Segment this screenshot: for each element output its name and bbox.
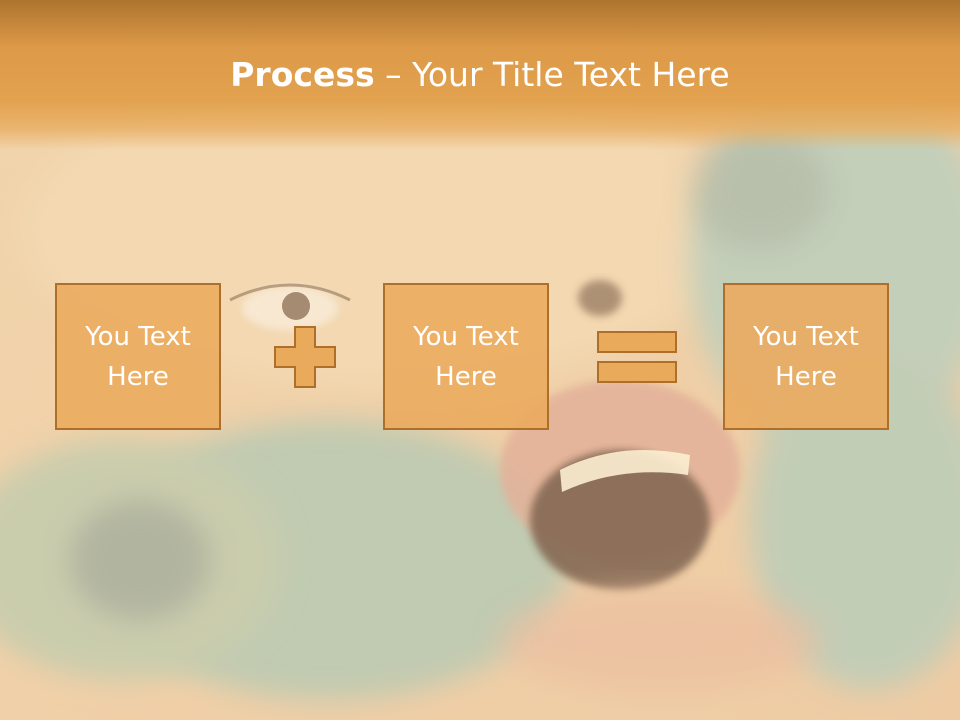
title-rest-text: – Your Title Text Here bbox=[374, 55, 730, 94]
title-bar bbox=[0, 0, 960, 150]
process-box-2-label: You Text Here bbox=[413, 321, 519, 392]
process-box-1-label: You Text Here bbox=[85, 321, 191, 392]
process-box-2[interactable]: You Text Here bbox=[383, 283, 549, 430]
process-box-3-label: You Text Here bbox=[753, 321, 859, 392]
equals-icon bbox=[597, 331, 677, 383]
slide-title: Process – Your Title Text Here bbox=[0, 52, 960, 98]
process-box-3[interactable]: You Text Here bbox=[723, 283, 889, 430]
plus-icon bbox=[274, 326, 336, 388]
process-box-1[interactable]: You Text Here bbox=[55, 283, 221, 430]
title-bold-text: Process bbox=[230, 55, 375, 94]
